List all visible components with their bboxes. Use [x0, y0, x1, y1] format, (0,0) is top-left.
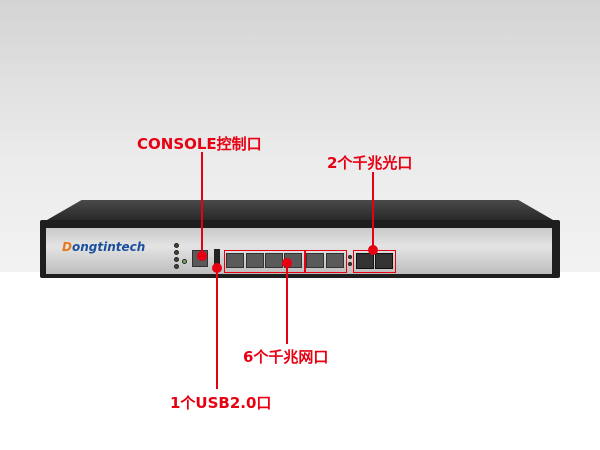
brand-logo: Dongtintech: [62, 240, 146, 254]
usb-port: [214, 249, 220, 265]
ethernet-port: [306, 253, 324, 268]
sfp-port: [356, 253, 374, 269]
ethernet-annotation: 6个千兆网口: [243, 348, 329, 366]
usb-marker: [212, 263, 222, 273]
ethernet-highlight: [224, 250, 306, 273]
fiber-annotation: 2个千兆光口: [327, 154, 413, 172]
ethernet-marker: [282, 258, 292, 268]
power-button: [182, 259, 187, 264]
led-bp1: [174, 257, 179, 262]
ethernet-highlight: [304, 250, 347, 273]
led-pwr: [174, 243, 179, 248]
ethernet-leader-line: [286, 262, 288, 344]
usb-leader-line: [216, 267, 218, 389]
console-marker: [197, 251, 207, 261]
ethernet-port: [246, 253, 264, 268]
fiber-leader-line: [372, 172, 374, 250]
led-bp2: [174, 264, 179, 269]
sfp-led: [348, 262, 352, 266]
sfp-port: [375, 253, 393, 269]
sfp-led: [348, 255, 352, 259]
led-hdd: [174, 250, 179, 255]
fiber-marker: [368, 245, 378, 255]
usb-annotation: 1个USB2.0口: [170, 394, 272, 412]
ethernet-port: [326, 253, 344, 268]
console-annotation: CONSOLE控制口: [137, 135, 262, 153]
console-leader-line: [201, 152, 203, 256]
ethernet-port: [226, 253, 244, 268]
